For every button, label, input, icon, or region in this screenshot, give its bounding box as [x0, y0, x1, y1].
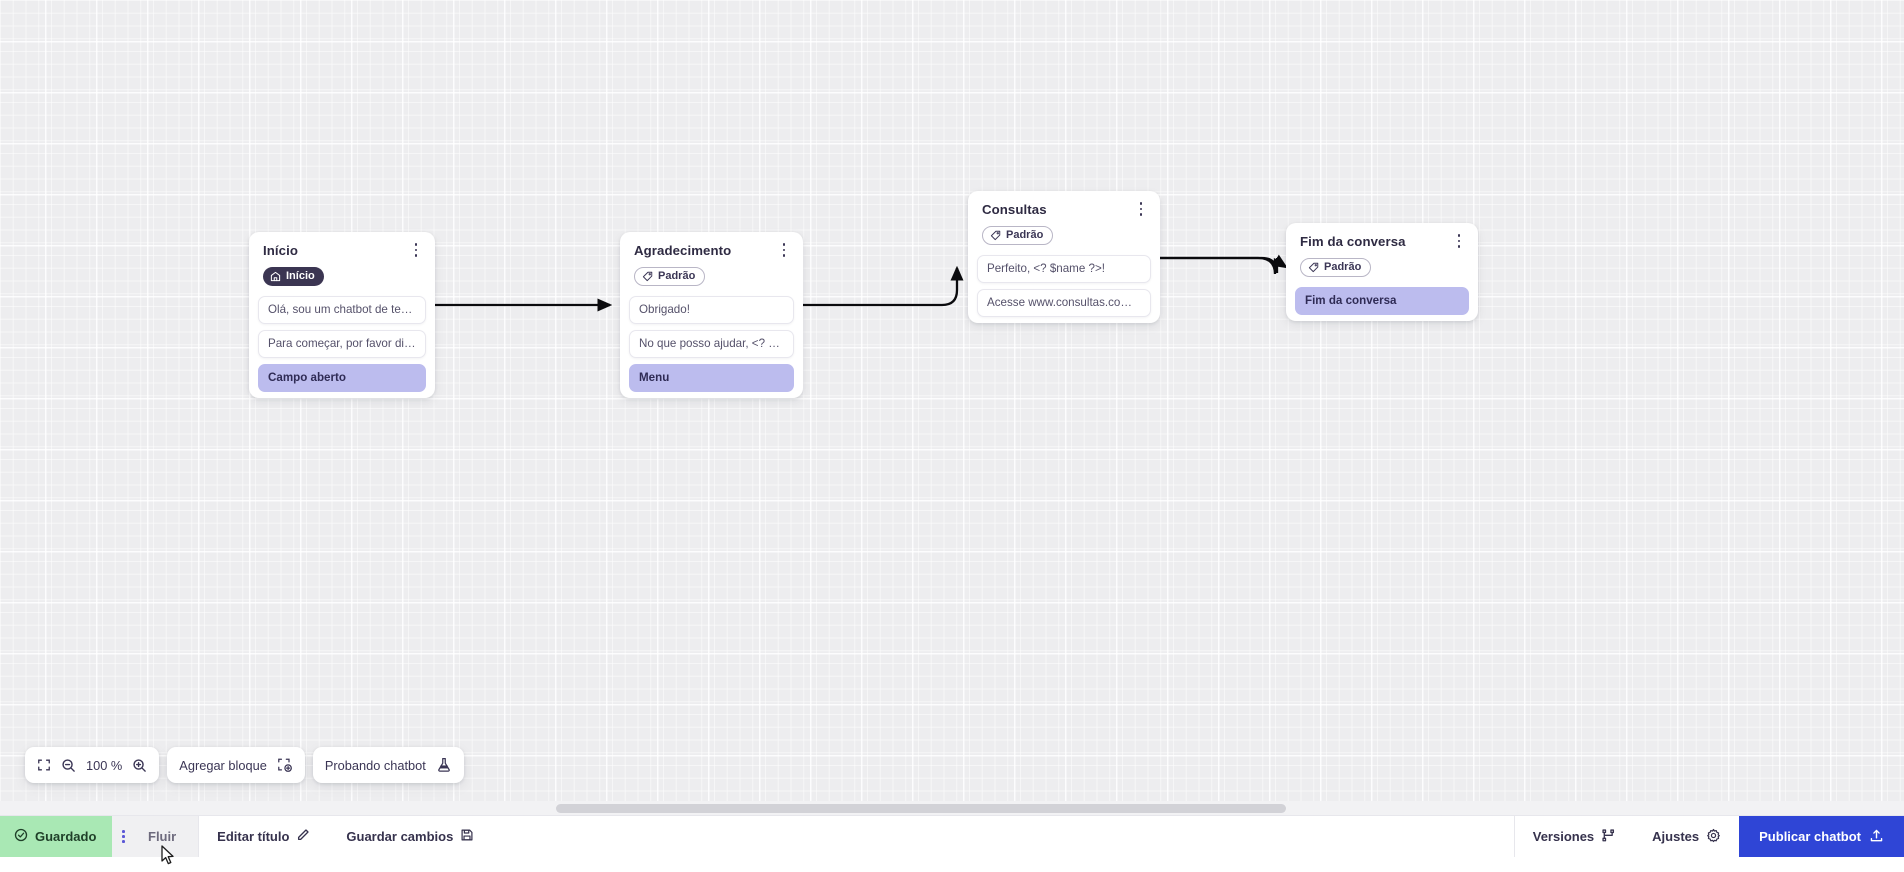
node-badge-label: Início — [286, 271, 315, 282]
flow-node-consultas[interactable]: Consultas Padrão Perfeito, <? $name ?>! … — [968, 191, 1160, 323]
node-badge-row: Padrão — [1286, 250, 1478, 287]
tag-icon — [1308, 262, 1319, 273]
tag-icon — [642, 271, 653, 282]
flow-node-inicio[interactable]: Início Início Olá, sou um chatbot de tes… — [249, 232, 435, 398]
fit-screen-icon[interactable] — [37, 758, 51, 772]
branch-icon — [1601, 828, 1616, 846]
node-title: Início — [263, 243, 421, 259]
saved-indicator: Guardado — [0, 816, 112, 857]
node-menu-kebab-icon[interactable] — [408, 241, 424, 259]
flow-canvas[interactable]: Início Início Olá, sou um chatbot de tes… — [0, 0, 1904, 815]
pencil-icon — [296, 828, 310, 845]
kebab-menu-icon[interactable] — [122, 830, 125, 843]
node-menu-kebab-icon[interactable] — [1451, 232, 1467, 250]
test-chatbot-button[interactable]: Probando chatbot — [313, 747, 464, 783]
node-badge-row: Padrão — [620, 259, 803, 296]
connector-agradecimento-consultas — [803, 268, 957, 305]
node-badge-row: Início — [249, 259, 435, 296]
versions-label: Versiones — [1533, 829, 1594, 844]
node-message[interactable]: Olá, sou um chatbot de teste! — [258, 296, 426, 324]
node-badge-inicio[interactable]: Início — [263, 267, 324, 286]
node-menu-kebab-icon[interactable] — [776, 241, 792, 259]
upload-icon — [1869, 828, 1884, 846]
edit-title-button[interactable]: Editar título — [198, 816, 328, 857]
zoom-out-icon[interactable] — [61, 758, 76, 773]
tag-icon — [990, 230, 1001, 241]
node-badge-padrao[interactable]: Padrão — [634, 267, 705, 286]
node-message[interactable]: Obrigado! — [629, 296, 794, 324]
check-circle-icon — [14, 828, 28, 845]
flask-icon — [436, 757, 452, 773]
add-block-label: Agregar bloque — [179, 758, 267, 773]
flow-tab-label: Fluir — [148, 829, 176, 844]
connector-consultas-fim-arrow — [1160, 258, 1286, 274]
settings-label: Ajustes — [1652, 829, 1699, 844]
node-messages: Fim da conversa — [1286, 287, 1478, 315]
bottom-status-bar: Guardado Fluir Editar título Guardar cam… — [0, 815, 1904, 857]
save-changes-button[interactable]: Guardar cambios — [328, 816, 492, 857]
publish-chatbot-button[interactable]: Publicar chatbot — [1739, 816, 1904, 857]
node-badge-padrao[interactable]: Padrão — [982, 226, 1053, 245]
node-badge-row: Padrão — [968, 218, 1160, 255]
node-badge-label: Padrão — [1006, 230, 1043, 241]
node-messages: Perfeito, <? $name ?>! Acesse www.consul… — [968, 255, 1160, 317]
node-header: Consultas — [968, 191, 1160, 218]
save-changes-label: Guardar cambios — [346, 829, 453, 844]
node-message[interactable]: No que posso ajudar, <? $name ... — [629, 330, 794, 358]
node-message[interactable]: Perfeito, <? $name ?>! — [977, 255, 1151, 283]
node-title: Fim da conversa — [1300, 234, 1464, 250]
connector-consultas-fim — [1160, 258, 1277, 273]
scrollbar-thumb[interactable] — [556, 804, 1286, 813]
node-message-accent[interactable]: Campo aberto — [258, 364, 426, 392]
node-message[interactable]: Para começar, por favor digite o ... — [258, 330, 426, 358]
settings-button[interactable]: Ajustes — [1634, 816, 1739, 857]
zoom-level-value: 100 % — [86, 758, 122, 773]
home-icon — [270, 271, 281, 282]
node-title: Consultas — [982, 202, 1146, 218]
node-message-accent[interactable]: Menu — [629, 364, 794, 392]
publish-label: Publicar chatbot — [1759, 829, 1861, 844]
zoom-in-icon[interactable] — [132, 758, 147, 773]
edit-title-label: Editar título — [217, 829, 289, 844]
node-messages: Obrigado! No que posso ajudar, <? $name … — [620, 296, 803, 392]
floppy-disk-icon — [460, 828, 474, 845]
horizontal-scrollbar[interactable] — [0, 801, 1904, 815]
node-badge-label: Padrão — [658, 271, 695, 282]
add-block-icon — [277, 757, 293, 773]
node-header: Início — [249, 232, 435, 259]
flow-node-agradecimento[interactable]: Agradecimento Padrão Obrigado! No que po… — [620, 232, 803, 398]
flow-connectors — [0, 0, 1904, 815]
flow-node-fim-da-conversa[interactable]: Fim da conversa Padrão Fim da conversa — [1286, 223, 1478, 321]
zoom-controls: 100 % — [25, 747, 159, 783]
node-menu-kebab-icon[interactable] — [1133, 200, 1149, 218]
saved-label: Guardado — [35, 829, 96, 844]
node-title: Agradecimento — [634, 243, 789, 259]
node-message[interactable]: Acesse www.consultas.com par... — [977, 289, 1151, 317]
statusbar-spacer — [492, 816, 1513, 857]
flow-tab[interactable]: Fluir — [112, 816, 198, 857]
add-block-button[interactable]: Agregar bloque — [167, 747, 305, 783]
gear-icon — [1706, 828, 1721, 846]
versions-button[interactable]: Versiones — [1514, 816, 1634, 857]
node-header: Agradecimento — [620, 232, 803, 259]
node-header: Fim da conversa — [1286, 223, 1478, 250]
node-badge-label: Padrão — [1324, 262, 1361, 273]
test-chatbot-label: Probando chatbot — [325, 758, 426, 773]
node-badge-padrao[interactable]: Padrão — [1300, 258, 1371, 277]
canvas-toolbar: 100 % Agregar bloque Probando chatbot — [25, 747, 464, 783]
node-message-accent[interactable]: Fim da conversa — [1295, 287, 1469, 315]
node-messages: Olá, sou um chatbot de teste! Para começ… — [249, 296, 435, 392]
